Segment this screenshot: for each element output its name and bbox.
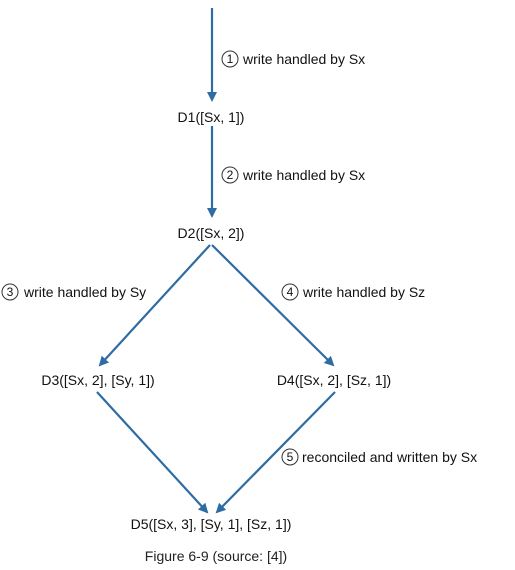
- step-1-circle: [221, 50, 239, 68]
- figure-caption: Figure 6-9 (source: [4]): [145, 548, 287, 564]
- step-2-circle: [221, 166, 239, 184]
- step-2-number: 2: [227, 168, 234, 182]
- step-1-label: write handled by Sx: [242, 51, 365, 67]
- edge-label-4: 4 write handled by Sz: [281, 283, 425, 301]
- step-4-number: 4: [287, 285, 294, 299]
- edge-label-2: 2 write handled by Sx: [221, 166, 365, 184]
- step-5-number: 5: [287, 450, 294, 464]
- edge-label-3: 3 write handled by Sy: [1, 283, 146, 301]
- arrow-d4-to-d5: [215, 391, 336, 514]
- arrow-d2-to-d3: [98, 244, 211, 367]
- step-5-label: reconciled and written by Sx: [302, 449, 477, 465]
- node-d2: D2([Sx, 2]): [178, 225, 245, 241]
- node-d3: D3([Sx, 2], [Sy, 1]): [41, 372, 154, 388]
- node-d5: D5([Sx, 3], [Sy, 1], [Sz, 1]): [131, 516, 292, 532]
- arrow-d3-to-d5: [96, 391, 209, 514]
- arrow-d2-to-d4: [211, 244, 335, 367]
- edge-label-1: 1 write handled by Sx: [221, 50, 365, 68]
- node-d1: D1([Sx, 1]): [178, 109, 245, 125]
- step-5-circle: [281, 448, 299, 466]
- step-4-circle: [281, 283, 299, 301]
- step-3-circle: [1, 283, 19, 301]
- step-1-number: 1: [227, 52, 234, 66]
- step-3-label: write handled by Sy: [23, 284, 146, 300]
- step-3-number: 3: [7, 285, 14, 299]
- step-4-label: write handled by Sz: [302, 284, 425, 300]
- step-2-label: write handled by Sx: [242, 167, 365, 183]
- edge-label-5: 5 reconciled and written by Sx: [281, 448, 477, 466]
- node-d4: D4([Sx, 2], [Sz, 1]): [277, 372, 391, 388]
